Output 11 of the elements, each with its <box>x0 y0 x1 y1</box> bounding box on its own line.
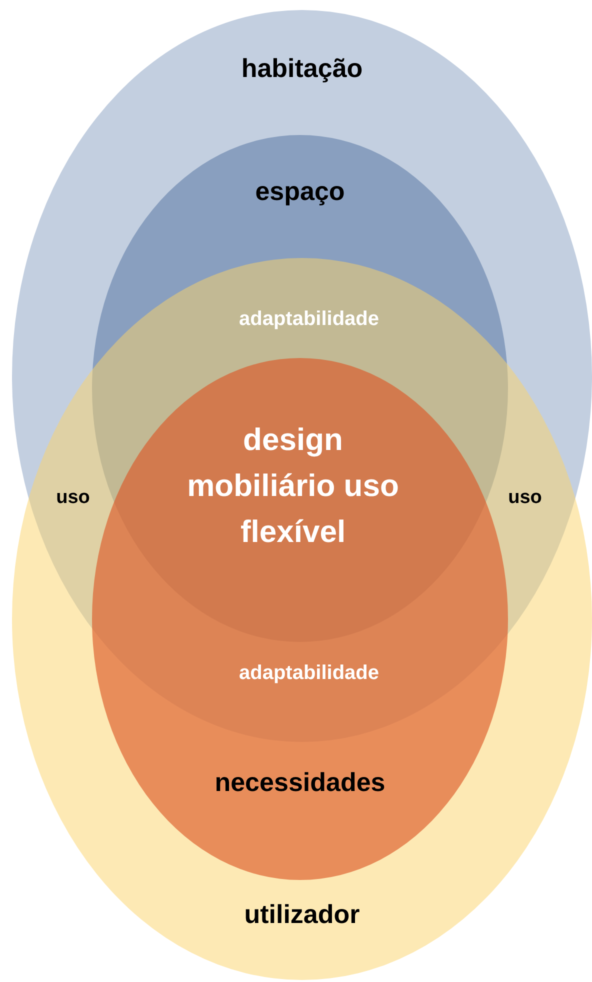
circle-label: espaço <box>255 175 345 208</box>
venn-ellipse <box>92 358 508 880</box>
circle-label: necessidades <box>214 766 386 798</box>
circle-label: utilizador <box>244 898 360 930</box>
overlap-label: uso <box>508 486 542 510</box>
overlap-label: uso <box>56 486 90 510</box>
overlap-label: design mobiliário uso flexível <box>186 421 400 551</box>
overlap-label: adaptabilidade <box>238 661 380 686</box>
circle-label: habitação <box>241 52 363 84</box>
venn-ellipse <box>12 258 592 980</box>
overlap-label: adaptabilidade <box>238 307 380 332</box>
